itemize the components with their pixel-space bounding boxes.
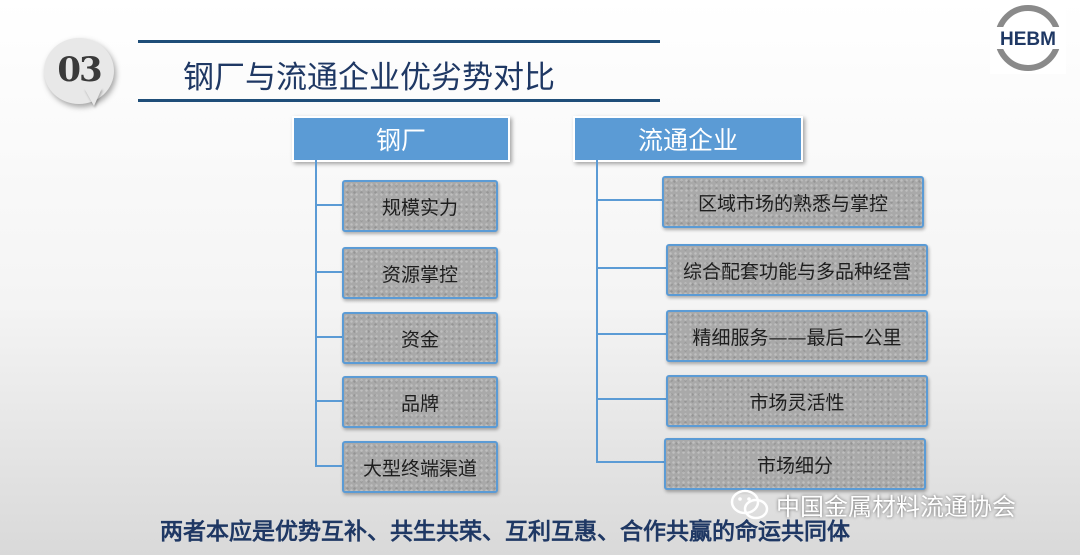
- left-branch-line: [315, 204, 342, 206]
- title-top-rule: [138, 40, 660, 43]
- left-item-scale: 规模实力: [342, 180, 498, 232]
- left-item-resources: 资源掌控: [342, 247, 498, 299]
- left-trunk-line: [315, 158, 317, 466]
- right-item-integrated-services: 综合配套功能与多品种经营: [666, 244, 928, 296]
- right-header: 流通企业: [573, 116, 803, 162]
- right-branch-line: [596, 267, 666, 269]
- right-item-segmentation: 市场细分: [664, 438, 926, 490]
- left-branch-line: [315, 465, 342, 467]
- right-item-regional-market: 区域市场的熟悉与掌控: [662, 176, 924, 228]
- watermark-text: 中国金属材料流通协会: [776, 493, 1016, 521]
- title-bottom-rule: [138, 99, 660, 102]
- right-branch-line: [596, 199, 662, 201]
- wechat-icon: [730, 489, 769, 519]
- right-branch-line: [596, 333, 666, 335]
- left-item-brand: 品牌: [342, 376, 498, 428]
- left-item-capital: 资金: [342, 312, 498, 364]
- section-number: 03: [57, 50, 102, 90]
- left-branch-line: [315, 336, 342, 338]
- right-branch-line: [596, 398, 666, 400]
- watermark: 中国金属材料流通协会: [730, 487, 1016, 522]
- left-branch-line: [315, 400, 342, 402]
- hebm-logo: HEBM: [990, 2, 1066, 74]
- left-item-channels: 大型终端渠道: [342, 441, 498, 493]
- left-branch-line: [315, 271, 342, 273]
- section-badge: 03: [44, 38, 114, 104]
- conclusion-text: 两者本应是优势互补、共生共荣、互利互惠、合作共赢的命运共同体: [160, 519, 850, 545]
- right-item-last-mile: 精细服务——最后一公里: [666, 310, 928, 362]
- right-trunk-line: [596, 158, 598, 462]
- logo-text: HEBM: [1000, 29, 1056, 50]
- page-title: 钢厂与流通企业优劣势对比: [183, 60, 555, 96]
- right-item-flexibility: 市场灵活性: [666, 375, 928, 427]
- right-branch-line: [596, 461, 664, 463]
- left-header: 钢厂: [292, 116, 510, 162]
